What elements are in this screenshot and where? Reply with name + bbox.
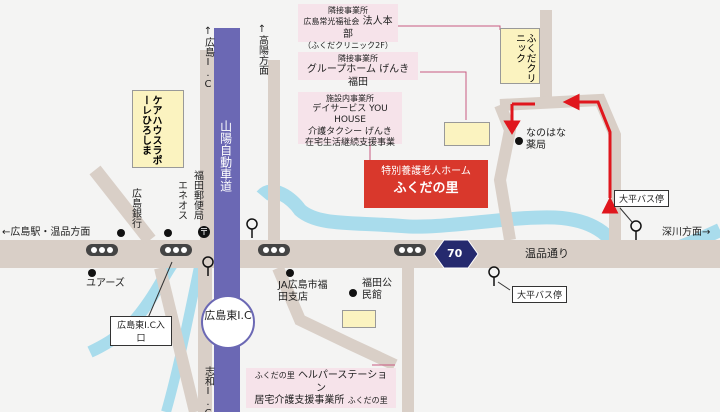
- bus-stop-bottom: 大平バス停: [512, 286, 568, 303]
- post-office-icon: [198, 226, 210, 238]
- ic-label: 広島東I.C: [204, 309, 252, 322]
- bus-stop-top: 大平バス停: [614, 190, 670, 207]
- traffic-lights: [86, 244, 426, 256]
- svg-text:〒: 〒: [199, 228, 208, 238]
- care-house: ケアハウスラポーレひろしま: [132, 90, 184, 168]
- corp-hq-box: 隣接事業所 広島常光福祉会 法人本部 （ふくだクリニック2F）: [298, 4, 398, 50]
- road-ja: [272, 265, 398, 371]
- road-hiroshima-ic: [200, 50, 214, 240]
- youers-label: ユアーズ: [86, 278, 125, 289]
- dir-south-shiwa: 志和I.C↓: [202, 366, 214, 412]
- dir-north-ic: ↑広島I.C: [202, 26, 214, 90]
- kominkan-label: 福田公民館: [362, 278, 392, 301]
- road-branch-left: [154, 266, 201, 412]
- group-home-box: 隣接事業所 グループホーム げんき福田: [298, 52, 418, 88]
- hiroshima-bank-label: 広島銀行: [129, 188, 141, 228]
- dir-left: ←広島駅・温品方面: [2, 227, 91, 238]
- road-upper-right: [493, 102, 517, 241]
- expressway: [214, 28, 240, 412]
- nanohana-label: なのはな薬局: [526, 128, 566, 151]
- ic-entrance-tag: 広島東I.C入口: [110, 316, 172, 346]
- road-diagonal-left: [89, 165, 156, 245]
- main-facility: 特別養護老人ホーム ふくだの里: [364, 160, 488, 208]
- care-house-label: ケアハウスラポーレひろしま: [139, 95, 162, 165]
- dir-north-takaya: ↑高陽方面: [256, 24, 268, 75]
- road-loop: [499, 93, 621, 240]
- helper-building: [342, 310, 376, 328]
- helper-station-box: ふくだの里 ヘルパーステーション 居宅介護支援事業所 ふくだの里: [246, 368, 396, 408]
- ic-circle: [201, 295, 255, 349]
- dir-right: 深川方面→: [662, 227, 711, 238]
- traffic-light-2: [160, 244, 192, 256]
- route-arrows: [503, 93, 619, 214]
- in-facility-box: 施設内事業所 デイサービス YOU HOUSE 介護タクシー げんき 在宅生活継…: [298, 92, 402, 148]
- main-road: [0, 240, 720, 268]
- road-kominkan: [402, 260, 414, 412]
- clinic-label: ふくだクリニック: [513, 33, 536, 83]
- group-home-building: [444, 122, 490, 146]
- road-takaya: [268, 60, 280, 240]
- traffic-light-4: [394, 244, 426, 256]
- traffic-light-3: [258, 244, 290, 256]
- traffic-light-1: [86, 244, 118, 256]
- eneos-label: エネオス: [175, 180, 187, 220]
- ja-label: JA広島市福田支店: [278, 280, 328, 303]
- expressway-label: 山陽自動車道: [218, 120, 233, 192]
- road-nukushina-label: 温品通り: [525, 247, 569, 260]
- clinic-building: ふくだクリニック: [500, 28, 540, 84]
- route-70-sign: [433, 239, 479, 269]
- fukuda-post-label: 福田郵便局: [191, 170, 203, 220]
- route-70-label: 70: [447, 247, 463, 260]
- road-top-right: [540, 10, 552, 105]
